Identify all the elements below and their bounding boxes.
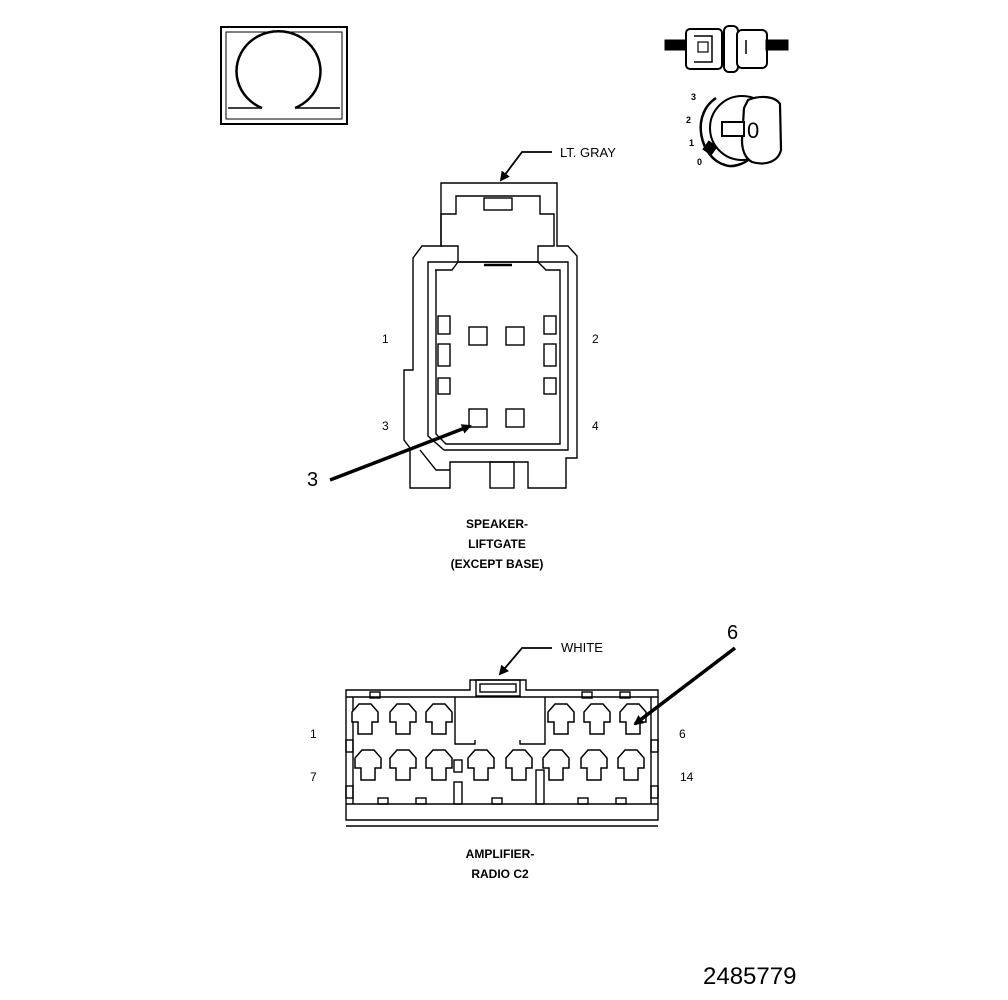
ignition-key-label: 0 <box>747 118 760 143</box>
document-id: 2485779 <box>703 963 797 990</box>
amplifier-connector-color: WHITE <box>561 640 603 655</box>
amplifier-cavity-pin-2 <box>389 703 417 735</box>
amplifier-cavity-pin-9 <box>425 749 453 781</box>
speaker-callout-number: 3 <box>307 469 319 491</box>
speaker-callout-arrow <box>329 424 472 482</box>
amplifier-cavity-pin-7 <box>354 749 382 781</box>
ignition-position-3: 3 <box>691 92 697 102</box>
amplifier-caption-line-2: RADIO C2 <box>471 867 529 881</box>
amplifier-cavity-pin-12 <box>542 749 570 781</box>
speaker-connector-color: LT. GRAY <box>560 145 616 160</box>
amplifier-callout-arrow <box>633 646 737 726</box>
speaker-connector <box>403 182 578 489</box>
ignition-key-switch-icon <box>699 95 783 168</box>
amplifier-cavity-pin-14 <box>617 749 645 781</box>
speaker-caption-line-3: (EXCEPT BASE) <box>450 557 544 571</box>
amplifier-cavity-pin-5 <box>583 703 611 735</box>
ignition-position-2: 2 <box>686 115 692 125</box>
amplifier-pin-label-7: 7 <box>310 770 317 784</box>
amplifier-caption-line-1: AMPLIFIER- <box>465 847 535 861</box>
amplifier-cavity-pin-6 <box>619 703 647 735</box>
amplifier-cavity-pin-8 <box>389 749 417 781</box>
speaker-pin-label-1: 1 <box>382 332 389 346</box>
in-line-connector-icon <box>664 25 789 73</box>
speaker-caption-line-2: LIFTGATE <box>468 537 526 551</box>
speaker-cavity-pin-2 <box>505 326 525 346</box>
speaker-cavity-pin-1 <box>468 326 488 346</box>
ignition-position-0: 0 <box>697 157 703 167</box>
ignition-position-1: 1 <box>689 138 695 148</box>
speaker-pin-label-3: 3 <box>382 419 389 433</box>
amplifier-cavity-pin-10 <box>467 749 495 781</box>
amplifier-cavity-pin-4 <box>547 703 575 735</box>
amplifier-pin-label-1: 1 <box>310 727 317 741</box>
speaker-caption-line-1: SPEAKER- <box>465 517 528 531</box>
speaker-color-leader <box>499 151 552 182</box>
amplifier-pin-label-14: 14 <box>680 770 694 784</box>
amplifier-cavity-pin-3 <box>425 703 453 735</box>
amplifier-cavity-pin-1 <box>351 703 379 735</box>
amplifier-connector-caption: AMPLIFIER- RADIO C2 <box>400 844 600 884</box>
amplifier-callout-number: 6 <box>727 622 739 644</box>
amplifier-connector <box>345 679 659 827</box>
amplifier-color-leader <box>498 647 552 676</box>
amplifier-pin-cavities <box>351 703 647 781</box>
speaker-cavity-pin-4 <box>505 408 525 428</box>
amplifier-cavity-pin-11 <box>505 749 533 781</box>
ohm-meter-icon <box>220 26 348 125</box>
speaker-cavity-pin-3 <box>468 408 488 428</box>
amplifier-cavity-pin-13 <box>580 749 608 781</box>
speaker-pin-label-4: 4 <box>592 419 599 433</box>
speaker-connector-caption: SPEAKER- LIFTGATE (EXCEPT BASE) <box>397 514 597 574</box>
speaker-pin-label-2: 2 <box>592 332 599 346</box>
amplifier-pin-label-6: 6 <box>679 727 686 741</box>
